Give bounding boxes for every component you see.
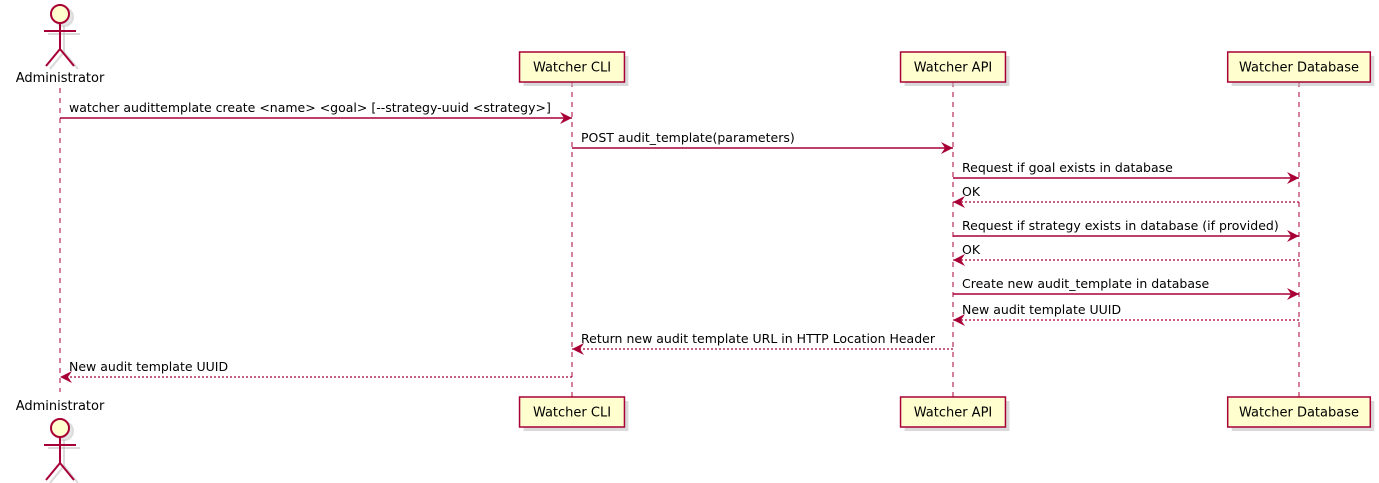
message-2: POST audit_template(parameters) (572, 130, 953, 154)
message-label: New audit template UUID (69, 359, 228, 374)
actor-label-administrator: Administrator (16, 71, 105, 86)
box-rect[interactable] (1226, 51, 1372, 83)
message-arrowhead (1287, 230, 1299, 242)
message-label: Request if goal exists in database (962, 160, 1173, 175)
message-label: OK (962, 242, 981, 257)
message-6: OK (953, 242, 1299, 266)
message-label: watcher audittemplate create <name> <goa… (69, 100, 551, 115)
message-1: watcher audittemplate create <name> <goa… (60, 100, 572, 124)
participant-box-watcher-api-bottom[interactable]: Watcher API (899, 396, 1010, 431)
participant-label-watcher-database: Watcher Database (1239, 61, 1359, 76)
message-label: POST audit_template(parameters) (581, 130, 795, 145)
message-arrowhead (953, 254, 965, 266)
message-4: OK (953, 184, 1299, 208)
message-7: Create new audit_template in database (953, 276, 1299, 300)
message-label: Create new audit_template in database (962, 276, 1209, 291)
participant-label-watcher-api: Watcher API (914, 61, 993, 76)
participant-box-watcher-cli-bottom[interactable]: Watcher CLI (518, 396, 629, 431)
actor-administrator-top: Administrator (16, 4, 105, 86)
lifelines-layer (59, 82, 1300, 397)
message-9: Return new audit template URL in HTTP Lo… (572, 331, 953, 355)
participant-box-watcher-database-bottom[interactable]: Watcher Database (1226, 396, 1375, 431)
participant-feet-layer: Administrator Watcher CLI Watcher API Watch… (16, 396, 1375, 483)
message-arrowhead (953, 196, 965, 208)
participant-label-watcher-database: Watcher Database (1239, 406, 1359, 421)
participant-box-watcher-cli-top[interactable]: Watcher CLI (518, 51, 629, 86)
box-rect[interactable] (899, 396, 1007, 428)
box-rect[interactable] (1226, 396, 1372, 428)
actor-label-administrator: Administrator (16, 399, 105, 414)
message-label: Request if strategy exists in database (… (962, 218, 1279, 233)
message-label: New audit template UUID (962, 302, 1121, 317)
message-8: New audit template UUID (953, 302, 1299, 326)
message-arrowhead (941, 142, 953, 154)
message-label: Return new audit template URL in HTTP Lo… (581, 331, 936, 346)
message-arrowhead (1287, 172, 1299, 184)
box-rect[interactable] (518, 51, 626, 83)
box-rect[interactable] (899, 51, 1007, 83)
message-arrowhead (572, 343, 584, 355)
participant-label-watcher-cli: Watcher CLI (533, 406, 611, 421)
messages-layer: watcher audittemplate create <name> <goa… (60, 100, 1299, 383)
participant-heads-layer: Administrator Watcher CLI Watcher API Watch… (16, 4, 1375, 86)
actor-administrator-bottom: Administrator (16, 399, 105, 483)
box-rect[interactable] (518, 396, 626, 428)
actor-head-icon (50, 4, 70, 24)
actor-head-icon (50, 418, 70, 438)
message-arrowhead (1287, 288, 1299, 300)
message-label: OK (962, 184, 981, 199)
participant-label-watcher-cli: Watcher CLI (533, 61, 611, 76)
message-arrowhead (60, 371, 72, 383)
participant-box-watcher-database-top[interactable]: Watcher Database (1226, 51, 1375, 86)
message-10: New audit template UUID (60, 359, 572, 383)
participant-box-watcher-api-top[interactable]: Watcher API (899, 51, 1010, 86)
message-3: Request if goal exists in database (953, 160, 1299, 184)
message-arrowhead (953, 314, 965, 326)
message-arrowhead (560, 112, 572, 124)
participant-label-watcher-api: Watcher API (914, 406, 993, 421)
message-5: Request if strategy exists in database (… (953, 218, 1299, 242)
